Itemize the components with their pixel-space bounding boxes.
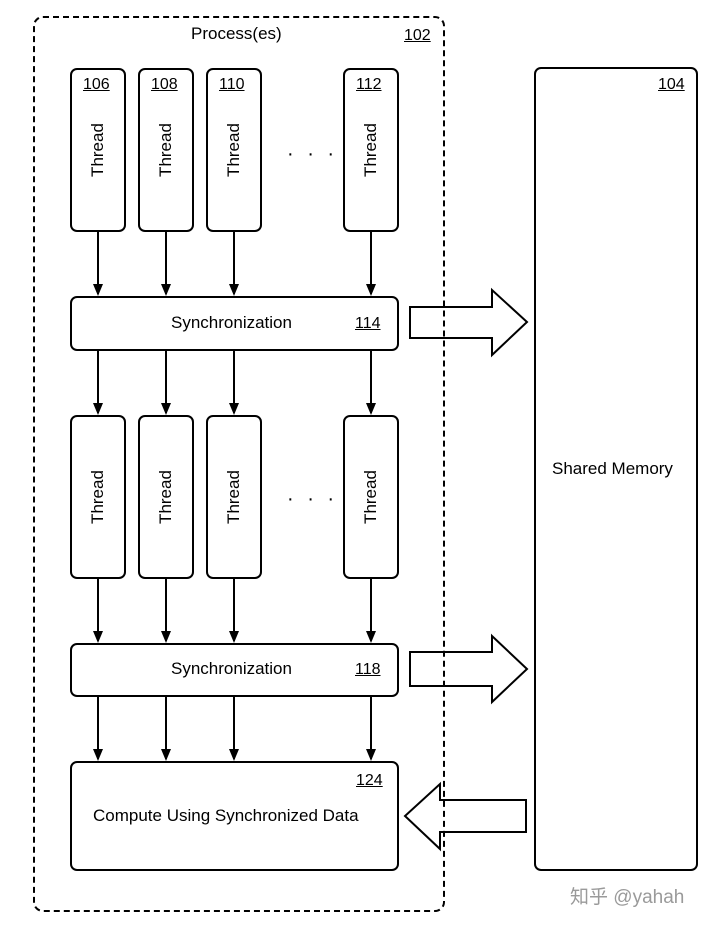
shared-memory-box xyxy=(534,67,698,871)
thread-box-row2-c xyxy=(206,415,262,579)
thread-box-row2-d xyxy=(343,415,399,579)
thread-ref-110: 110 xyxy=(219,76,245,93)
watermark-text: 知乎 @yahah xyxy=(570,887,685,908)
thread-box-row2-a xyxy=(70,415,126,579)
thread-ellipsis-row2: · · · xyxy=(287,488,339,510)
arrowhead xyxy=(161,403,171,415)
block-arrow-sync118-to-shared-memory xyxy=(409,633,529,705)
arrowhead xyxy=(366,284,376,296)
thread-label-112: Thread xyxy=(361,123,380,177)
thread-label-row2-c: Thread xyxy=(224,470,243,524)
thread-label-106: Thread xyxy=(88,123,107,177)
arrowhead xyxy=(93,631,103,643)
arrowhead xyxy=(93,403,103,415)
thread-box-110 xyxy=(206,68,262,232)
arrowhead xyxy=(366,631,376,643)
thread-label-row2-b: Thread xyxy=(156,470,175,524)
block-arrow-shared-memory-to-compute xyxy=(403,781,527,852)
synchronization-label-114: Synchronization xyxy=(171,313,292,332)
thread-label-row2-a: Thread xyxy=(88,470,107,524)
arrowhead xyxy=(161,749,171,761)
thread-box-108 xyxy=(138,68,194,232)
thread-ellipsis-row1: · · · xyxy=(287,143,339,165)
synchronization-box-114 xyxy=(70,296,399,351)
thread-label-110: Thread xyxy=(224,123,243,177)
thread-box-106 xyxy=(70,68,126,232)
thread-label-108: Thread xyxy=(156,123,175,177)
compute-box-124 xyxy=(70,761,399,871)
thread-ref-112: 112 xyxy=(356,76,382,93)
arrowhead xyxy=(366,749,376,761)
thread-label-row2-d: Thread xyxy=(361,470,380,524)
synchronization-box-118 xyxy=(70,643,399,697)
arrowhead xyxy=(229,749,239,761)
arrowhead xyxy=(229,631,239,643)
thread-box-row2-b xyxy=(138,415,194,579)
arrowhead xyxy=(366,403,376,415)
arrowhead xyxy=(161,631,171,643)
arrowhead xyxy=(229,403,239,415)
thread-ref-108: 108 xyxy=(151,76,178,93)
process-ref: 102 xyxy=(404,27,431,44)
compute-ref-124: 124 xyxy=(356,772,383,789)
thread-ref-106: 106 xyxy=(83,76,110,93)
block-arrow-sync114-to-shared-memory xyxy=(409,287,529,358)
arrowhead xyxy=(93,749,103,761)
synchronization-label-118: Synchronization xyxy=(171,659,292,678)
synchronization-ref-114: 114 xyxy=(355,315,381,332)
arrowhead xyxy=(161,284,171,296)
synchronization-ref-118: 118 xyxy=(355,661,381,678)
process-title: Process(es) xyxy=(191,24,282,43)
shared-memory-label: Shared Memory xyxy=(552,459,673,478)
thread-box-112 xyxy=(343,68,399,232)
arrowhead xyxy=(93,284,103,296)
compute-label-124: Compute Using Synchronized Data xyxy=(93,806,359,825)
arrowhead xyxy=(229,284,239,296)
shared-memory-ref: 104 xyxy=(658,76,685,93)
process-container xyxy=(33,16,445,912)
